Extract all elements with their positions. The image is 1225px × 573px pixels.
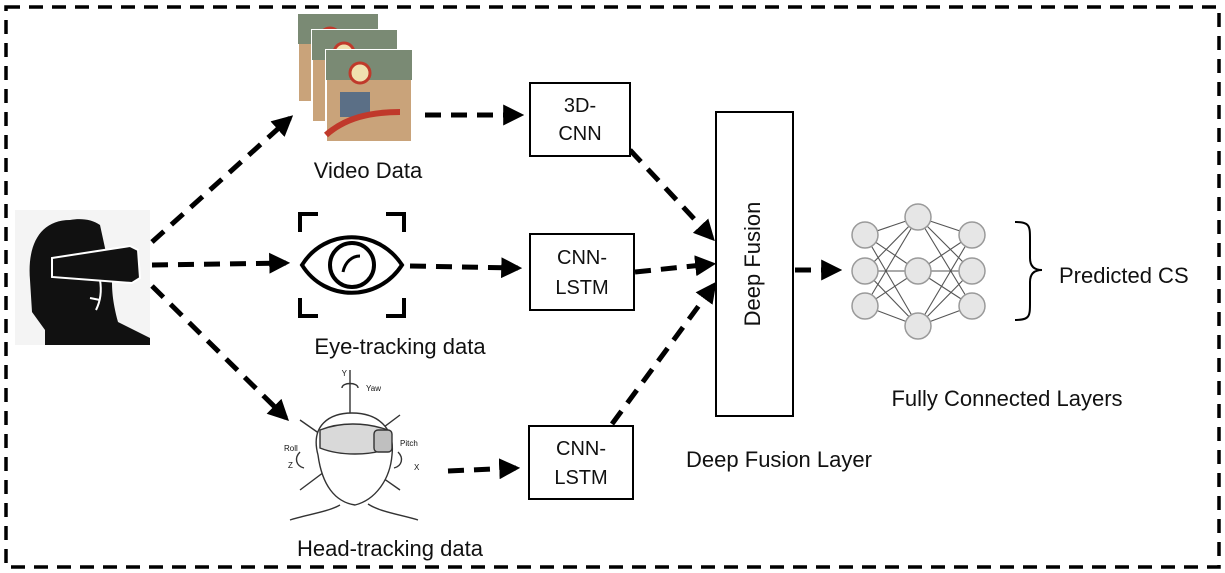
- arrow-eye-to-cnnlstm: [409, 257, 523, 279]
- fc-node-input-2: [851, 257, 879, 285]
- eye-cnn-lstm-line1: CNN-: [557, 247, 607, 269]
- deep-fusion-box: [715, 111, 794, 417]
- fc-node-hidden-2: [904, 257, 932, 285]
- vr-user-icon: [15, 210, 150, 345]
- eye-icon: [298, 212, 406, 318]
- fc-node-output-3: [958, 292, 986, 320]
- head-cnn-lstm-line2: LSTM: [554, 467, 607, 489]
- curly-brace: [1014, 221, 1043, 321]
- fc-layers-label: Fully Connected Layers: [891, 386, 1122, 411]
- arrow-user-to-video: [150, 115, 294, 244]
- axis-x-label: X: [414, 463, 420, 472]
- fc-node-output-1: [958, 221, 986, 249]
- fc-node-hidden-1: [904, 203, 932, 231]
- head-axis-labels: Y Yaw Roll Pitch Z X: [284, 369, 420, 472]
- head-cnn-lstm-box: [528, 425, 634, 500]
- fc-node-output-2: [958, 257, 986, 285]
- arrow-headlstm-to-fusion: [609, 281, 717, 426]
- head-cnn-lstm-line1: CNN-: [556, 438, 606, 460]
- fc-node-input-3: [851, 292, 879, 320]
- arrow-head-to-cnnlstm: [447, 458, 521, 480]
- cnn3d-label-line1: 3D-: [564, 95, 596, 117]
- yaw-label: Yaw: [366, 384, 381, 393]
- fc-node-input-1: [851, 221, 879, 249]
- roll-label: Roll: [284, 444, 298, 453]
- eye-tracking-label: Eye-tracking data: [314, 334, 486, 359]
- head-tracking-icon: [289, 370, 419, 521]
- cnn3d-label-line2: CNN: [558, 123, 601, 145]
- video-frames-icon: [297, 13, 413, 143]
- arrow-eyelstm-to-fusion: [634, 255, 717, 277]
- predicted-cs-label: Predicted CS: [1059, 263, 1189, 288]
- deep-fusion-layer-label: Deep Fusion Layer: [686, 447, 872, 472]
- arrow-3dcnn-to-fusion: [628, 148, 715, 242]
- fc-node-hidden-3: [904, 312, 932, 340]
- axis-z-label: Z: [288, 461, 293, 470]
- eye-cnn-lstm-line2: LSTM: [555, 277, 608, 299]
- outer-dashed-frame: [4, 5, 1221, 569]
- arrow-user-to-eye: [151, 252, 291, 274]
- axis-y-label: Y: [342, 369, 348, 378]
- arrow-user-to-head: [150, 284, 289, 421]
- cnn3d-box: [529, 82, 631, 157]
- eye-cnn-lstm-box: [529, 233, 635, 311]
- head-tracking-label: Head-tracking data: [297, 536, 484, 561]
- fully-connected-network: [851, 203, 986, 340]
- deep-fusion-label: Deep Fusion: [740, 202, 765, 327]
- video-data-label: Video Data: [314, 158, 423, 183]
- pitch-label: Pitch: [400, 439, 418, 448]
